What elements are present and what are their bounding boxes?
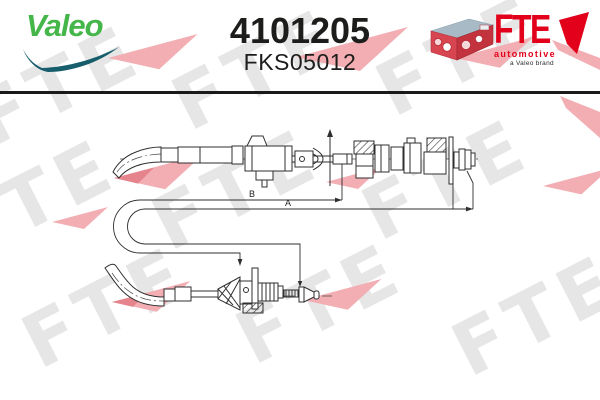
conical-spring bbox=[217, 276, 241, 311]
fte-logo: FTE automotive a Valeo brand bbox=[494, 6, 596, 67]
adjuster-assembly bbox=[244, 135, 293, 188]
dimension-label-b: B bbox=[249, 189, 255, 199]
fte-flag-icon bbox=[559, 12, 590, 54]
dimension-label-a: A bbox=[285, 198, 291, 208]
valeo-swoosh-icon bbox=[23, 47, 119, 72]
valeo-logo-text: Valeo bbox=[26, 8, 104, 43]
dimension-lines: B A bbox=[113, 164, 474, 287]
end-fitting-top bbox=[453, 148, 476, 171]
fte-logo-subtitle: automotive bbox=[494, 49, 557, 59]
end-fitting-bottom bbox=[257, 282, 320, 303]
cable-top-view bbox=[112, 129, 478, 188]
cable-bottom-view bbox=[104, 263, 332, 314]
cable-end-curved-top bbox=[112, 146, 162, 179]
fte-logo-text: FTE bbox=[494, 6, 551, 52]
valeo-logo: Valeo bbox=[22, 8, 122, 72]
header-divider bbox=[0, 91, 600, 94]
cable-end-curved-bottom bbox=[104, 263, 165, 307]
mounting-plate bbox=[448, 136, 454, 185]
grommet-hatched bbox=[353, 140, 375, 155]
package-box-icon bbox=[429, 18, 495, 61]
fte-logo-tagline: a Valeo brand bbox=[510, 60, 554, 67]
